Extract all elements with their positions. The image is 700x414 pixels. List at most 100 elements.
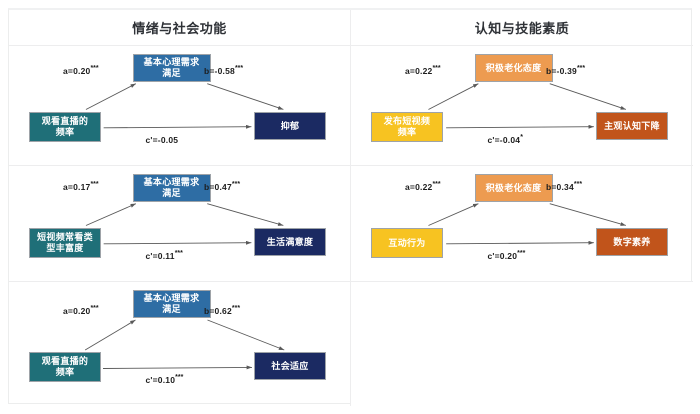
predictor-node: 观看直播的 频率 (29, 112, 101, 142)
path-a-label: a=0.20*** (63, 65, 99, 76)
path-a-label: a=0.22*** (405, 181, 441, 192)
predictor-node-label: 发布短视频 频率 (383, 116, 431, 137)
path-b-label-value: b=0.62 (204, 306, 232, 316)
path-c-label-value: c'=0.20 (487, 250, 518, 261)
path-b-label: b=0.62*** (204, 305, 241, 316)
outcome-node-label: 抑郁 (280, 120, 300, 131)
path-a-label-value: a=0.22 (405, 66, 433, 76)
path-a-label-value: a=0.17 (63, 182, 91, 192)
path-b-arrow (207, 83, 284, 110)
path-b-label: b=0.47*** (204, 181, 241, 192)
predictor-node-label: 观看直播的 频率 (41, 116, 89, 137)
path-b-label-value: b=0.47 (204, 182, 232, 192)
predictor-node: 短视频常看类 型丰富度 (29, 228, 101, 258)
outcome-node: 抑郁 (254, 112, 326, 140)
path-arrows (428, 83, 627, 129)
path-arrows (84, 319, 285, 370)
path-c-label-significance: *** (175, 373, 184, 381)
outcome-node: 社会适应 (254, 352, 326, 380)
path-b-label: b=-0.39*** (546, 65, 586, 76)
path-c-label: c'=-0.04* (487, 133, 523, 145)
path-c-label-significance: *** (517, 249, 526, 257)
path-b-arrow (207, 203, 284, 226)
path-b-label-significance: *** (231, 181, 241, 189)
predictor-node: 观看直播的 频率 (29, 352, 101, 382)
path-b-label: b=0.34*** (546, 181, 583, 192)
path-a-label-significance: *** (432, 65, 441, 73)
path-a-label-significance: *** (90, 305, 99, 313)
path-b-label: b=-0.58*** (204, 65, 244, 76)
path-c-label-value: c'=0.10 (145, 374, 176, 385)
panel-cell-6-empty (351, 282, 693, 406)
path-c-label-value: c'=-0.05 (145, 134, 179, 145)
path-a-label-value: a=0.20 (63, 66, 91, 76)
path-a-label-significance: *** (90, 181, 99, 189)
path-c-label: c'=0.10*** (145, 373, 184, 385)
path-c-label-significance: *** (174, 249, 183, 257)
predictor-node-label: 互动行为 (388, 237, 426, 248)
outcome-node: 数字素养 (596, 228, 668, 256)
path-c-arrow (446, 124, 594, 129)
path-a-label-value: a=0.20 (63, 306, 91, 316)
path-a-label: a=0.20*** (63, 305, 99, 316)
mediator-node-label: 基本心理需求 满足 (143, 177, 200, 198)
path-c-arrow (446, 240, 594, 245)
path-c-arrow (103, 124, 252, 129)
path-arrows (428, 203, 626, 245)
path-c-label: c'=0.20*** (487, 249, 526, 261)
mediator-node: 基本心理需求 满足 (132, 54, 211, 82)
path-b-arrow (549, 83, 627, 110)
column-header-emotion-social: 情绪与社会功能 (9, 10, 351, 46)
path-c-label-significance: * (520, 133, 523, 141)
column-title-text: 情绪与社会功能 (132, 21, 227, 36)
path-c-label-value: c'=0.11 (145, 250, 175, 261)
path-a-label: a=0.22*** (405, 65, 441, 76)
mediator-node-label: 基本心理需求 满足 (143, 57, 200, 78)
mediator-node: 积极老化态度 (474, 54, 553, 82)
path-a-label: a=0.17*** (63, 181, 99, 192)
mediator-node: 积极老化态度 (474, 174, 553, 202)
mediator-node-label: 基本心理需求 满足 (143, 293, 200, 314)
path-b-label-significance: *** (234, 65, 244, 73)
path-c-arrow (102, 365, 253, 370)
path-a-arrow (84, 319, 136, 351)
predictor-node-label: 观看直播的 频率 (41, 356, 89, 377)
path-c-label: c'=0.11*** (145, 249, 183, 261)
path-b-label-significance: *** (573, 181, 583, 189)
mediator-node: 基本心理需求 满足 (132, 290, 211, 318)
predictor-node: 互动行为 (371, 228, 443, 258)
path-b-label-value: b=-0.39 (546, 66, 577, 76)
path-b-label-value: b=-0.58 (204, 66, 235, 76)
path-a-arrow (85, 83, 137, 110)
outcome-node-label: 主观认知下降 (604, 120, 660, 131)
path-a-label-significance: *** (432, 181, 441, 189)
path-arrows (85, 83, 284, 129)
outcome-node-label: 数字素养 (613, 236, 651, 247)
column-header-cognition-skill: 认知与技能素质 (351, 10, 693, 46)
mediator-node-label: 积极老化态度 (485, 62, 542, 73)
path-b-label-significance: *** (576, 65, 586, 73)
path-a-arrow (85, 203, 137, 226)
path-arrows (85, 203, 284, 245)
path-b-arrow (207, 319, 285, 351)
path-c-arrow (103, 240, 252, 245)
outcome-node-label: 生活满意度 (266, 236, 314, 247)
path-a-label-value: a=0.22 (405, 182, 433, 192)
path-a-arrow (428, 203, 479, 226)
path-c-label: c'=-0.05 (146, 135, 179, 145)
outcome-node: 主观认知下降 (596, 112, 668, 140)
path-c-label-value: c'=-0.04 (487, 134, 521, 145)
path-a-arrow (428, 83, 479, 110)
path-b-label-significance: *** (231, 305, 241, 313)
column-title-text: 认知与技能素质 (474, 21, 570, 36)
